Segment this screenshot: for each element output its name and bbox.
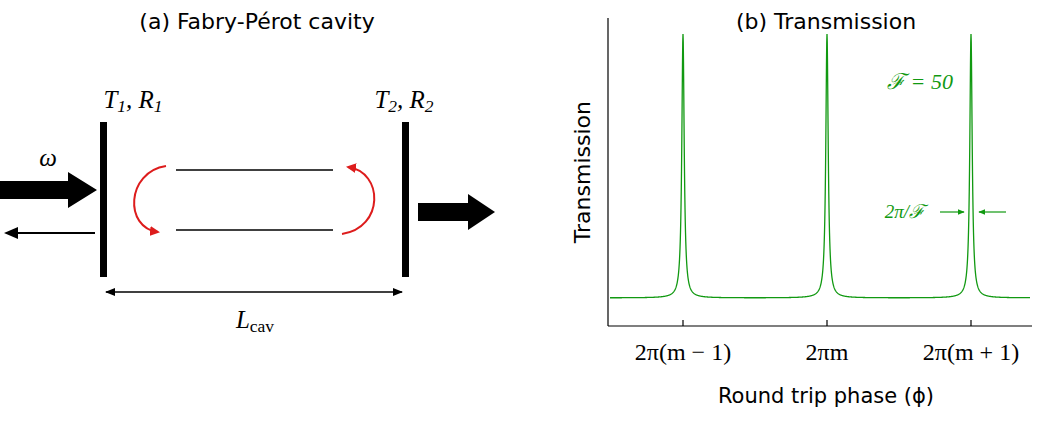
input-beam (0, 172, 97, 208)
width-arrow (979, 211, 1006, 212)
width-arrow (940, 211, 964, 212)
y-axis (607, 18, 608, 326)
tick-label: 2π(m + 1) (923, 339, 1019, 365)
tick (970, 320, 971, 326)
axis-title: Transmission (571, 101, 595, 243)
panel-title: (a) Fabry-Pérot cavity (139, 10, 374, 34)
tick-label: 2π(m − 1) (635, 339, 731, 365)
mirror (100, 122, 107, 277)
dimension-line (106, 291, 402, 293)
output-beam (418, 194, 495, 230)
length-label: Lcav (236, 306, 274, 334)
tick-label: 2πm (806, 339, 849, 365)
axis-title: Round trip phase (ϕ) (718, 385, 934, 408)
arrow-head (4, 227, 18, 239)
mirror (402, 122, 409, 277)
transmission-curve (610, 34, 1030, 298)
mirror-label: T1, R1 (103, 86, 162, 114)
panel-title: (b) Transmission (736, 10, 916, 34)
finesse-label: ℱ = 50 (887, 70, 953, 94)
round-trip-arrow (134, 166, 166, 232)
mirror-label: T2, R2 (374, 86, 433, 114)
x-axis (608, 325, 1032, 326)
cavity-beam (176, 169, 333, 171)
linewidth-label: 2π/ℱ (885, 202, 925, 223)
frequency-label: ω (39, 144, 57, 172)
reflected-beam (12, 232, 95, 234)
round-trip-arrow (342, 167, 374, 234)
cavity-beam (176, 229, 333, 231)
tick (682, 320, 683, 326)
tick (826, 320, 827, 326)
